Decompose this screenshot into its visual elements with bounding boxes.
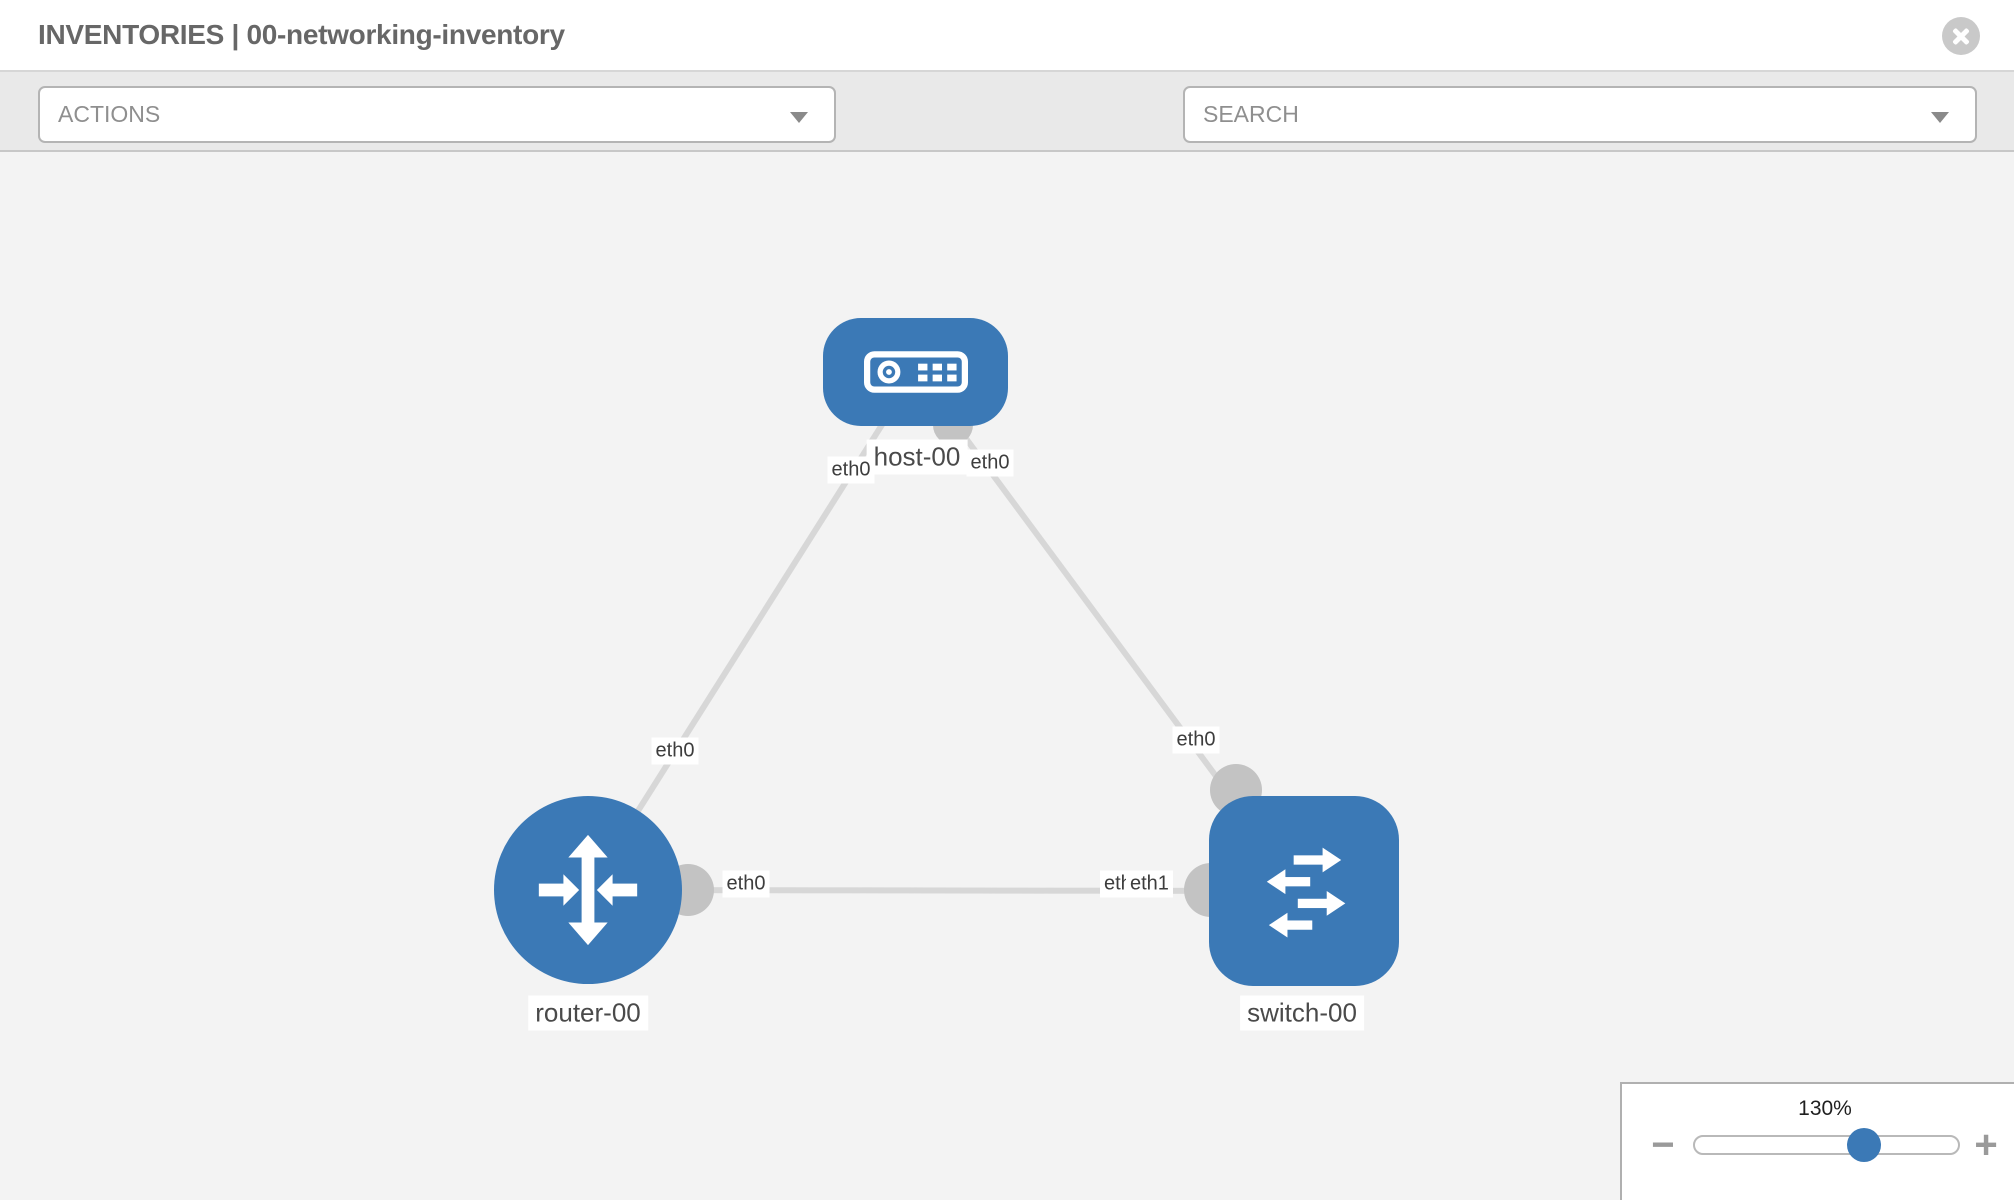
- zoom-control-panel: 130% − +: [1620, 1082, 2014, 1200]
- window-header: INVENTORIES | 00-networking-inventory: [0, 0, 2014, 72]
- host-icon: [863, 351, 968, 393]
- actions-dropdown[interactable]: ACTIONS: [38, 86, 836, 143]
- zoom-slider-track[interactable]: [1693, 1135, 1960, 1155]
- zoom-slider-knob[interactable]: [1847, 1128, 1881, 1162]
- zoom-level-value: 130%: [1798, 1097, 1852, 1120]
- close-button[interactable]: [1942, 17, 1980, 55]
- search-dropdown[interactable]: SEARCH: [1183, 86, 1977, 143]
- router-icon: [538, 834, 638, 946]
- node-label-router: router-00: [528, 995, 648, 1031]
- switch-icon: [1266, 847, 1346, 938]
- topology-links-layer: [585, 369, 1304, 917]
- topology-canvas[interactable]: host-00 router-00 switch-00 eth0 eth0 et…: [0, 152, 2014, 1200]
- interface-label-switch-eth0-to-host: eth0: [1172, 726, 1220, 754]
- search-dropdown-label: SEARCH: [1203, 101, 1299, 127]
- interface-label-host-eth0-to-switch: eth0: [966, 449, 1014, 477]
- node-label-switch: switch-00: [1240, 995, 1364, 1031]
- node-host-00[interactable]: [823, 318, 1008, 426]
- interface-label-switch-eth1-to-router: eth1: [1126, 870, 1173, 898]
- interface-label-router-eth0-to-host: eth0: [651, 737, 699, 765]
- interface-label-router-eth0-to-switch: eth0: [722, 870, 770, 898]
- page-title: INVENTORIES | 00-networking-inventory: [38, 19, 565, 50]
- node-router-00[interactable]: [494, 796, 682, 984]
- node-switch-00[interactable]: [1209, 796, 1399, 986]
- toolbar: ACTIONS SEARCH: [0, 72, 2014, 204]
- actions-dropdown-label: ACTIONS: [58, 101, 161, 127]
- interface-label-host-eth0-to-router: eth0: [827, 456, 875, 484]
- caret-down-icon: [790, 112, 808, 123]
- caret-down-icon: [1931, 112, 1949, 123]
- node-label-host: host-00: [866, 439, 968, 475]
